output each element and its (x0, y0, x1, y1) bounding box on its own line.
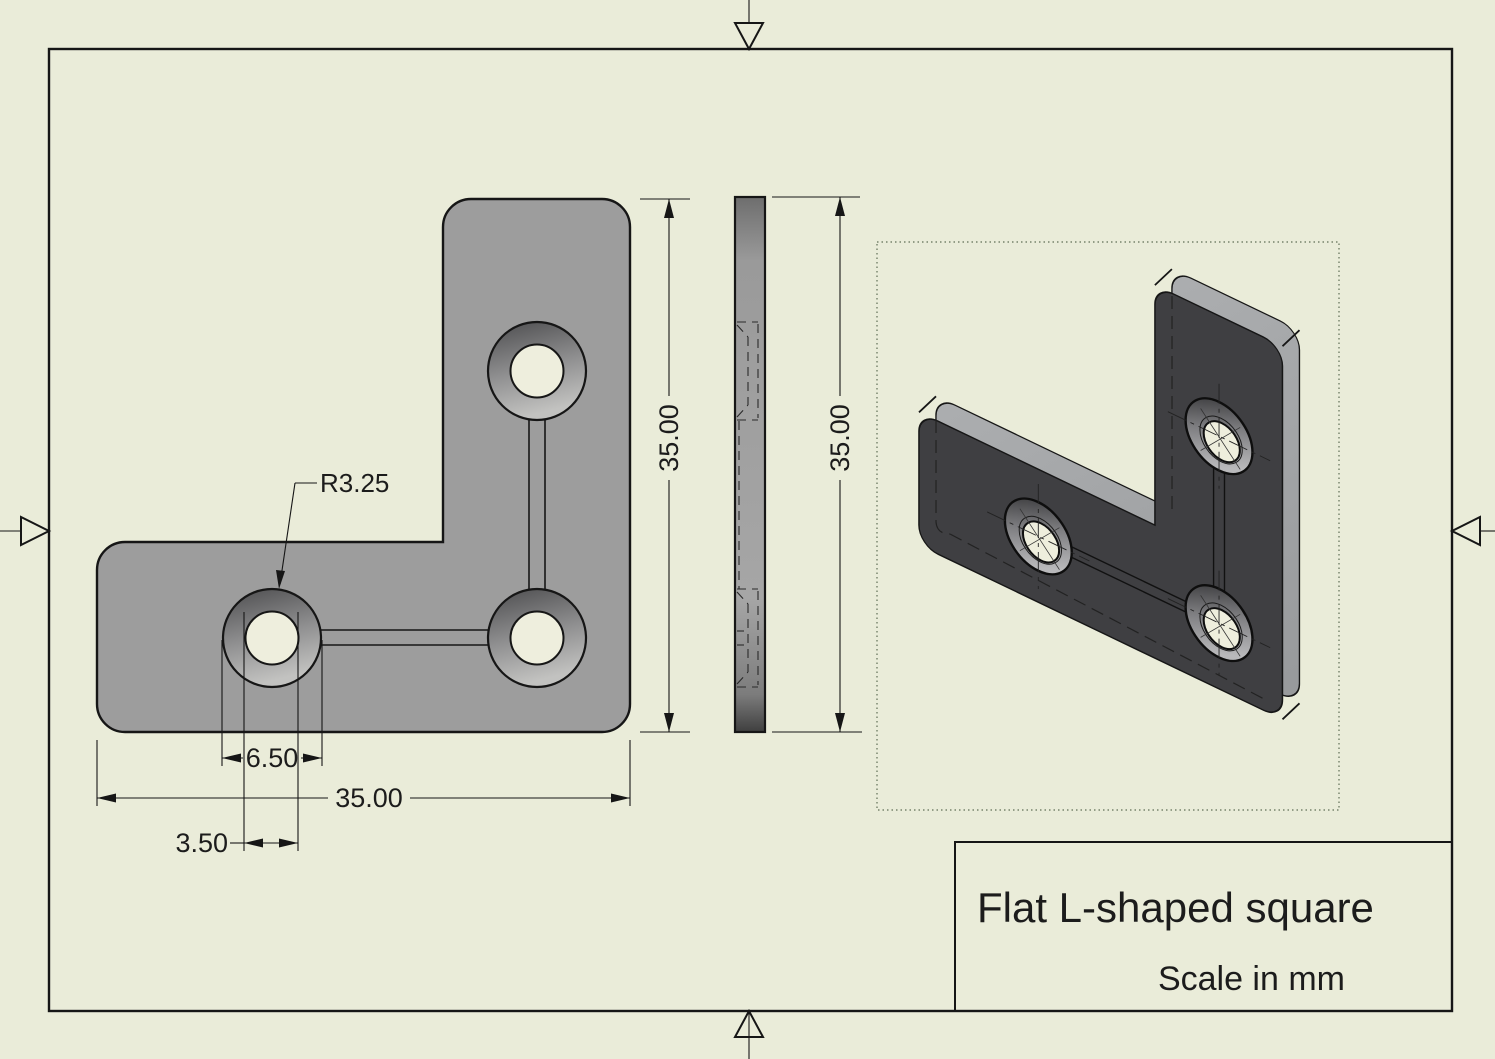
iso-front-face (918, 171, 1284, 721)
iso-view (876, 155, 1340, 811)
side-view: 35.00 (733, 195, 862, 734)
dim-top-view-width: 35.00 (96, 740, 631, 813)
iso-hole-bottom-right (1168, 546, 1270, 700)
iso-hole-top (1168, 359, 1270, 513)
dim-hole-text: 3.50 (175, 828, 228, 858)
hole-top (486, 320, 588, 422)
center-mark-left-icon (0, 515, 52, 547)
iso-hidden-edges (935, 296, 1267, 701)
iso-corner-edges (918, 268, 1301, 720)
hole-bottom-left (221, 587, 323, 689)
center-mark-top-icon (733, 0, 765, 52)
center-mark-right-icon (1449, 515, 1495, 547)
dim-hole: 3.50 (175, 612, 299, 858)
dim-counterbore-text: 6.50 (246, 743, 299, 773)
side-view-hidden-lines (736, 321, 759, 688)
groove-channels (321, 420, 546, 646)
title-block-border (954, 841, 1453, 1012)
radius-label: R3.25 (320, 468, 389, 498)
iso-holes (987, 273, 1270, 701)
title-block: Flat L-shaped square Scale in mm (954, 841, 1453, 1012)
dim-width-text: 35.00 (335, 783, 403, 813)
iso-view-border (876, 241, 1340, 811)
dim-height-text: 35.00 (654, 404, 684, 472)
hole-bottom-right (486, 587, 588, 689)
dim-side-view-height: 35.00 (772, 196, 862, 733)
top-view: R3.25 35.00 35.00 (95, 197, 690, 858)
drawing-title: Flat L-shaped square (977, 884, 1374, 931)
dim-side-height-text: 35.00 (825, 404, 855, 472)
radius-callout: R3.25 (276, 468, 389, 589)
iso-groove-channels (1072, 400, 1225, 631)
part-outline-side-view (733, 195, 767, 734)
drawing-scale-note: Scale in mm (1158, 960, 1345, 998)
dim-counterbore: 6.50 (221, 640, 323, 773)
dim-top-view-height: 35.00 (640, 198, 690, 733)
center-mark-bottom-icon (733, 1008, 765, 1059)
iso-hole-bottom-left (987, 459, 1089, 613)
